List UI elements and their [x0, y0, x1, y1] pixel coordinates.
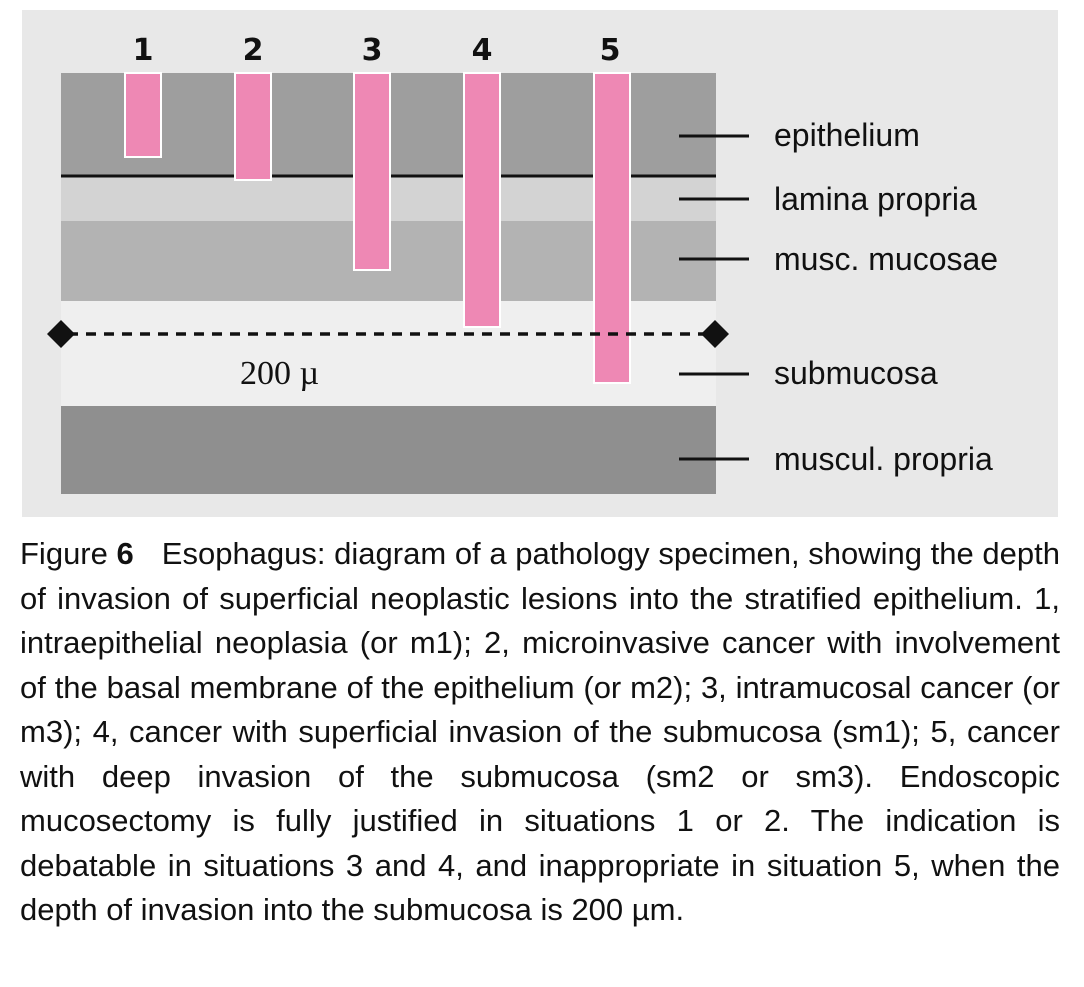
scale-right-diamond-icon: [701, 320, 729, 348]
scale-label: 200 µ: [240, 355, 319, 392]
muscul-propria-label: muscul. propria: [774, 441, 993, 477]
scale-left-diamond-icon: [47, 320, 75, 348]
lesion-number-4: 4: [472, 33, 493, 68]
caption-text: Esophagus: diagram of a pathology specim…: [20, 536, 1060, 927]
invasion-depth-diagram: 1 2 3 4 5 200 µ epithelium lamina propri…: [47, 33, 998, 494]
lesion-bar-1: [124, 72, 162, 158]
lesion-number-2: 2: [243, 33, 264, 68]
musc-mucosae-label: musc. mucosae: [774, 241, 998, 277]
lesion-bar-5: [593, 72, 631, 384]
epithelium-label: epithelium: [774, 117, 920, 153]
lesion-bar-4: [463, 72, 501, 328]
lamina-propria-label: lamina propria: [774, 181, 977, 217]
lesion-number-3: 3: [362, 33, 383, 68]
lesion-bar-2: [234, 72, 272, 181]
caption-figure-number: 6: [116, 536, 134, 571]
caption-figure-word: Figure: [20, 536, 108, 571]
submucosa-label: submucosa: [774, 355, 938, 391]
figure-panel: 1 2 3 4 5 200 µ epithelium lamina propri…: [22, 10, 1058, 517]
lesion-bar-3: [353, 72, 391, 271]
lesion-number-1: 1: [133, 33, 154, 68]
muscul-propria-layer: [61, 406, 716, 494]
lesion-number-5: 5: [600, 33, 621, 68]
